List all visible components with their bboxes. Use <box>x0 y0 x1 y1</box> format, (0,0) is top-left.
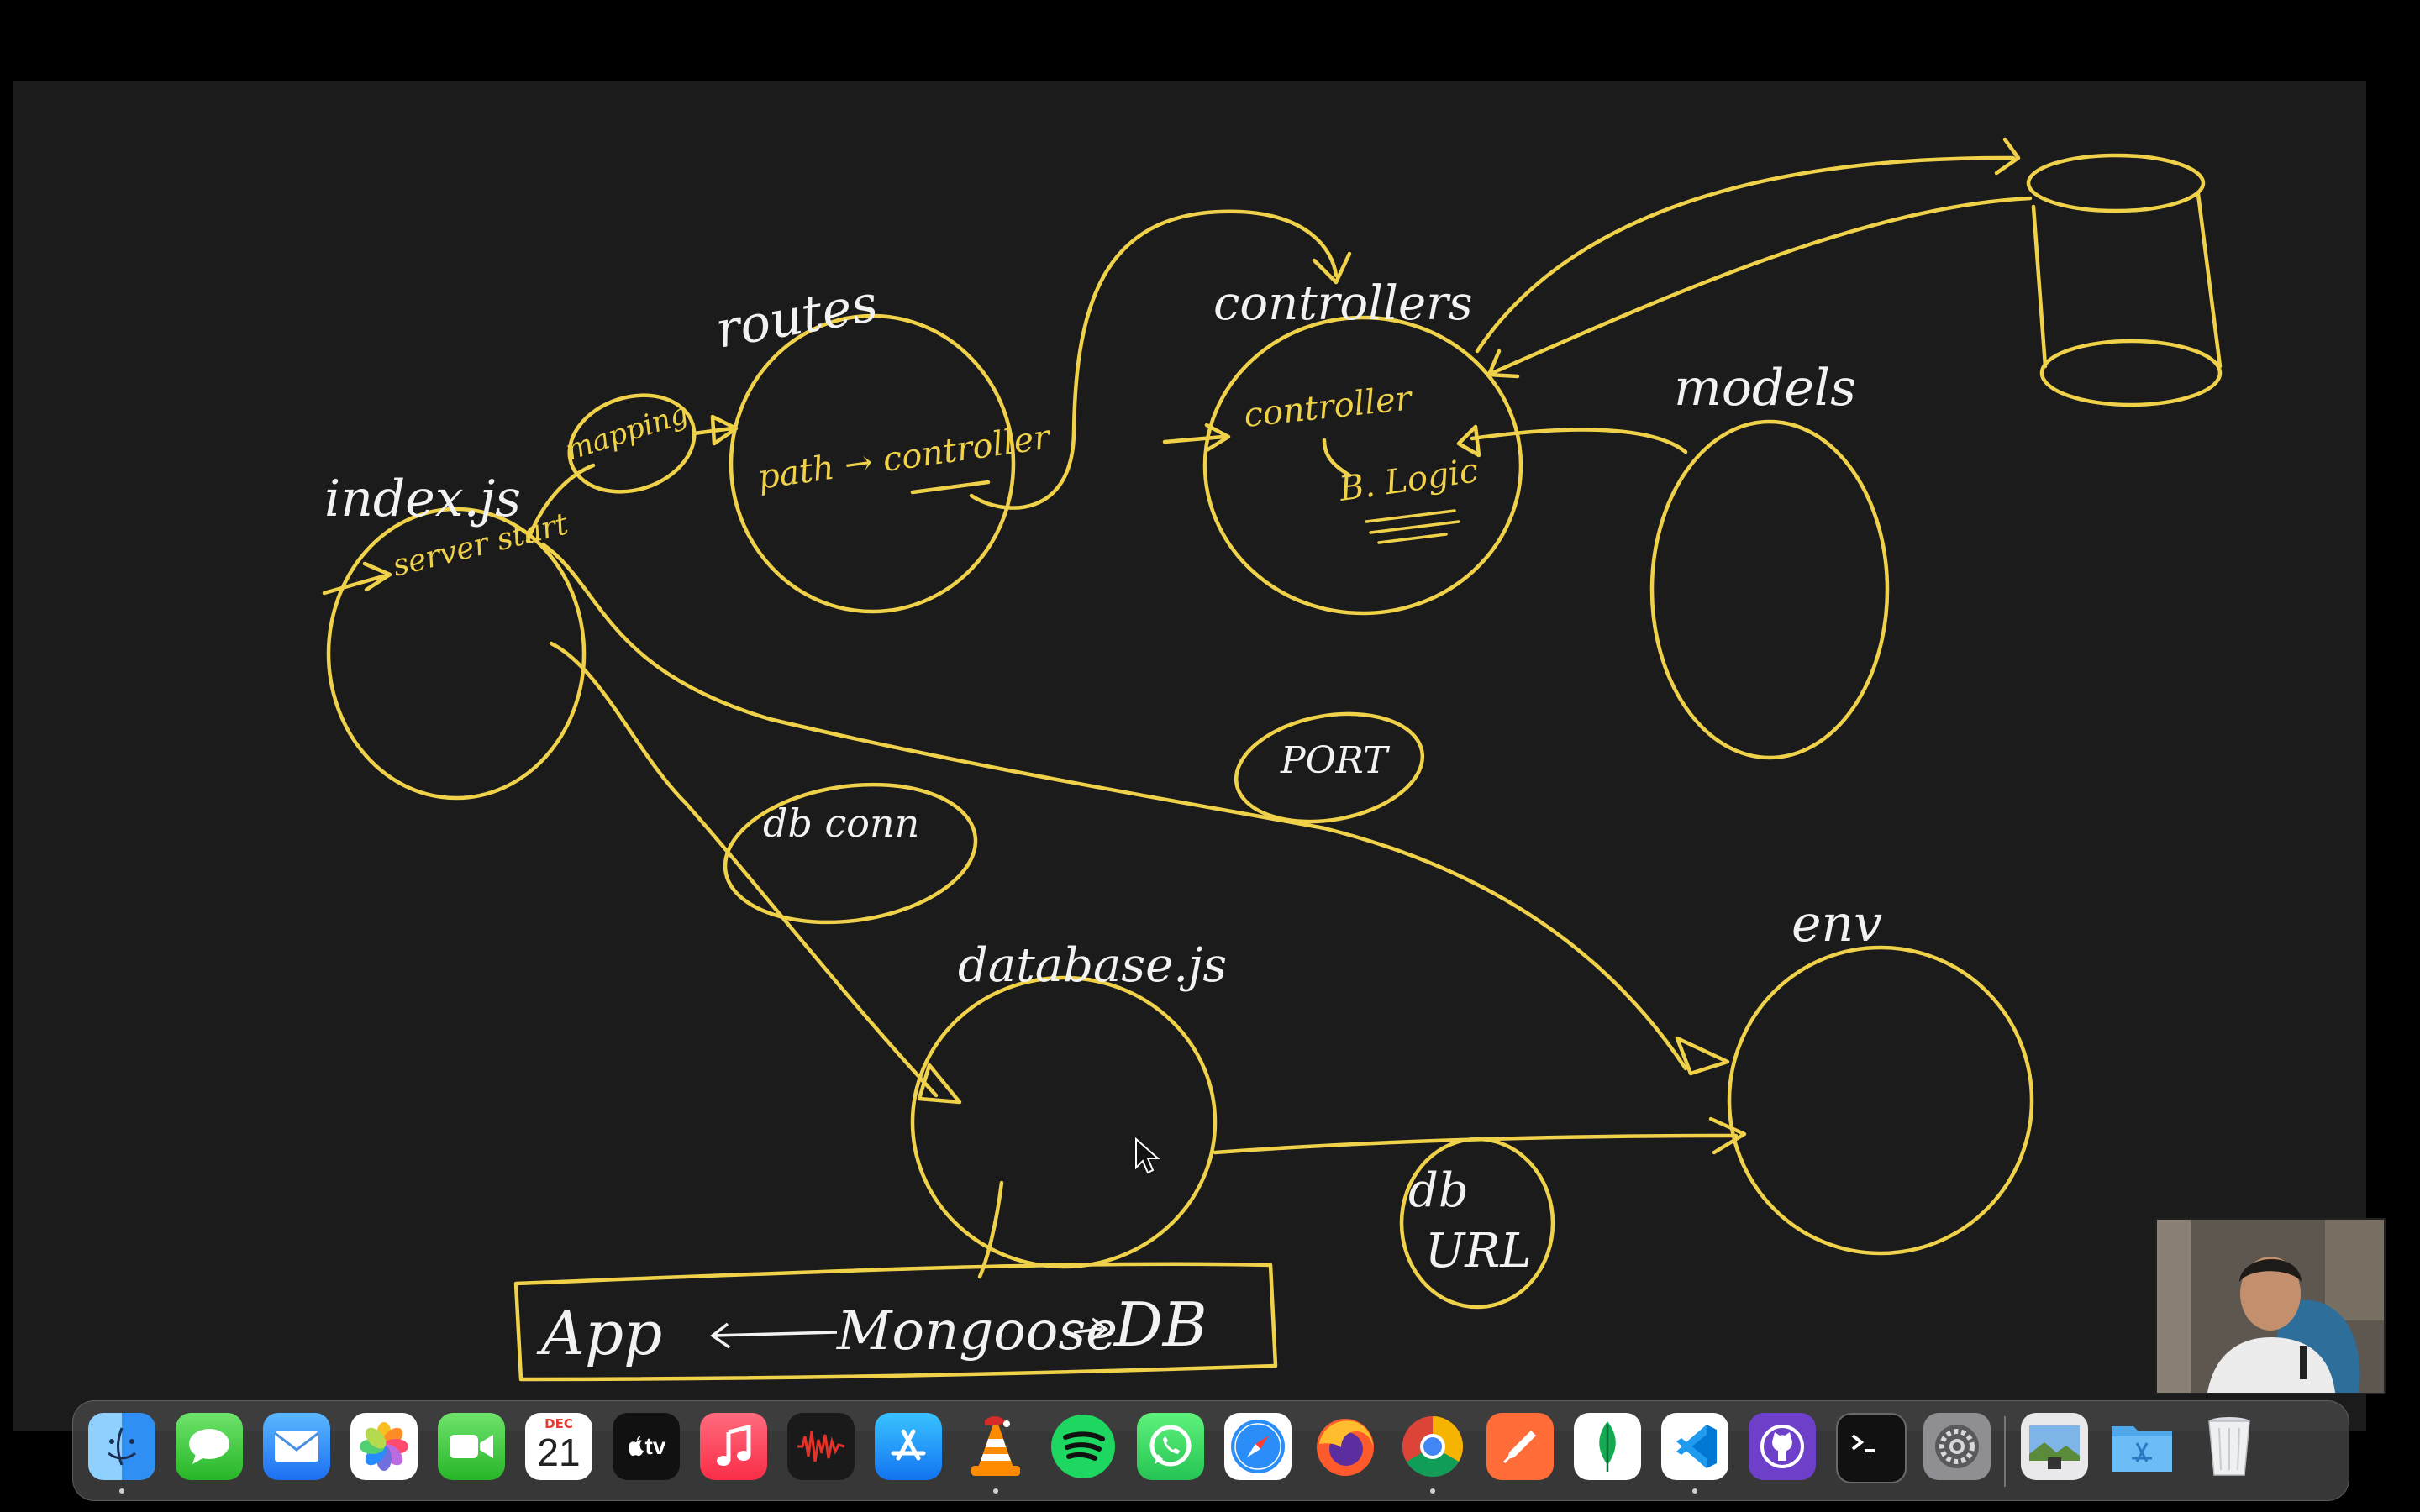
mail-icon[interactable] <box>263 1413 330 1480</box>
chrome-running-indicator <box>1430 1488 1435 1494</box>
github-icon[interactable] <box>1749 1413 1816 1480</box>
database-to-env-arrowhead <box>1708 1116 1747 1155</box>
controller-underline <box>910 480 991 495</box>
safari-icon[interactable] <box>1224 1413 1292 1480</box>
whiteboard-canvas[interactable]: index.js server start routes path → cont… <box>13 81 2366 1431</box>
index-js-circle <box>326 507 587 801</box>
trash-icon[interactable] <box>2196 1413 2263 1480</box>
mouse-cursor <box>1135 1137 1160 1174</box>
controllers-to-db-arrowhead <box>1994 137 2021 176</box>
controllers-to-db-line <box>1475 155 2016 354</box>
models-to-logic-line <box>1470 428 1688 454</box>
routes-label: routes <box>711 274 881 360</box>
b-logic-label: B. Logic <box>1336 451 1481 509</box>
db-to-controllers-line <box>1490 196 2033 375</box>
whiteboard-drawing: index.js server start routes path → cont… <box>322 137 2223 1382</box>
chrome-icon[interactable] <box>1399 1413 1466 1480</box>
db-url-ellipse <box>1399 1137 1555 1310</box>
models-label: models <box>1674 359 1856 417</box>
env-label: env <box>1791 895 1882 953</box>
mapping-to-routes-arrow <box>692 414 739 446</box>
mapping-ellipse <box>567 393 697 494</box>
vscode-running-indicator <box>1692 1488 1697 1494</box>
index-to-database-arrowhead <box>917 1063 962 1105</box>
finder-running-indicator <box>119 1488 124 1494</box>
calendar-icon[interactable]: DEC 21 <box>525 1413 592 1480</box>
db-to-controllers-arrowhead <box>1486 349 1520 379</box>
app-label: App <box>536 1298 662 1368</box>
finder-icon[interactable] <box>88 1413 155 1480</box>
postman-icon[interactable] <box>1486 1413 1554 1480</box>
mapping-label: mapping <box>561 396 692 468</box>
terminal-icon[interactable] <box>1836 1413 1907 1483</box>
apple-tv-text: tv <box>644 1433 666 1459</box>
controllers-circle <box>1202 315 1523 616</box>
vscode-icon[interactable] <box>1661 1413 1728 1480</box>
b-logic-underline <box>1365 509 1460 544</box>
controllers-entry-arrow <box>1162 423 1231 453</box>
dock: DEC 21 tv <box>72 1400 2349 1501</box>
dock-separator <box>2004 1416 2006 1487</box>
webcam-overlay <box>2155 1218 2386 1394</box>
preview-icon[interactable] <box>2021 1413 2088 1480</box>
controller-text: controller <box>1242 379 1415 435</box>
database-cylinder-top <box>2026 153 2206 213</box>
waveform-icon[interactable] <box>787 1413 855 1480</box>
db-url-label-2: URL <box>1425 1224 1532 1278</box>
firefox-icon[interactable] <box>1312 1413 1379 1480</box>
database-cylinder-sides <box>2031 192 2223 369</box>
routes-to-controllers-arrowhead <box>1312 251 1352 285</box>
whatsapp-icon[interactable] <box>1137 1413 1204 1480</box>
env-circle <box>1727 945 2034 1256</box>
port-label: PORT <box>1280 739 1391 782</box>
db-conn-label-1: db conn <box>763 801 919 846</box>
presenter-video <box>2157 1220 2384 1393</box>
db-arrow <box>1073 1317 1108 1341</box>
calendar-month: DEC <box>544 1416 573 1431</box>
spotify-icon[interactable] <box>1050 1413 1117 1480</box>
controller-to-blogic-arrow <box>1322 438 1352 478</box>
applications-folder-icon[interactable] <box>2108 1413 2175 1480</box>
app-arrow <box>710 1322 838 1349</box>
mongoose-box <box>513 1262 1278 1382</box>
database-to-box-line <box>977 1180 1004 1279</box>
database-js-label: database.js <box>958 938 1227 993</box>
mongoose-label: Mongoose <box>836 1300 1118 1362</box>
calendar-day: 21 <box>537 1431 581 1474</box>
messages-icon[interactable] <box>176 1413 243 1480</box>
photos-icon[interactable] <box>350 1413 418 1480</box>
index-to-mapping-line <box>525 463 596 543</box>
models-to-logic-arrowhead <box>1456 424 1481 458</box>
index-js-label: index.js <box>324 470 521 528</box>
controllers-label: controllers <box>1213 276 1473 331</box>
port-ellipse <box>1234 711 1425 824</box>
index-to-database-line <box>549 641 939 1098</box>
database-cylinder-bottom <box>2039 339 2223 407</box>
mongodb-leaf-icon[interactable] <box>1574 1413 1641 1480</box>
gear-icon[interactable] <box>1923 1413 1991 1480</box>
routes-to-controllers-curve <box>969 209 1339 510</box>
app-store-icon[interactable] <box>875 1413 942 1480</box>
models-circle <box>1649 419 1890 760</box>
routes-circle <box>729 313 1016 614</box>
database-js-circle <box>910 975 1218 1269</box>
path-controller-label: path → controller <box>755 417 1055 497</box>
apple-tv-icon[interactable]: tv <box>613 1413 680 1480</box>
input-arrow <box>322 561 392 596</box>
index-to-env-line <box>540 542 1688 1071</box>
facetime-icon[interactable] <box>438 1413 505 1480</box>
music-icon[interactable] <box>700 1413 767 1480</box>
db-label: DB <box>1113 1289 1207 1360</box>
vlc-running-indicator <box>993 1488 998 1494</box>
db-url-label-1: db <box>1408 1163 1469 1218</box>
index-to-env-arrowhead <box>1675 1036 1730 1076</box>
db-conn-ellipse <box>723 782 978 925</box>
vlc-icon[interactable] <box>962 1413 1029 1480</box>
